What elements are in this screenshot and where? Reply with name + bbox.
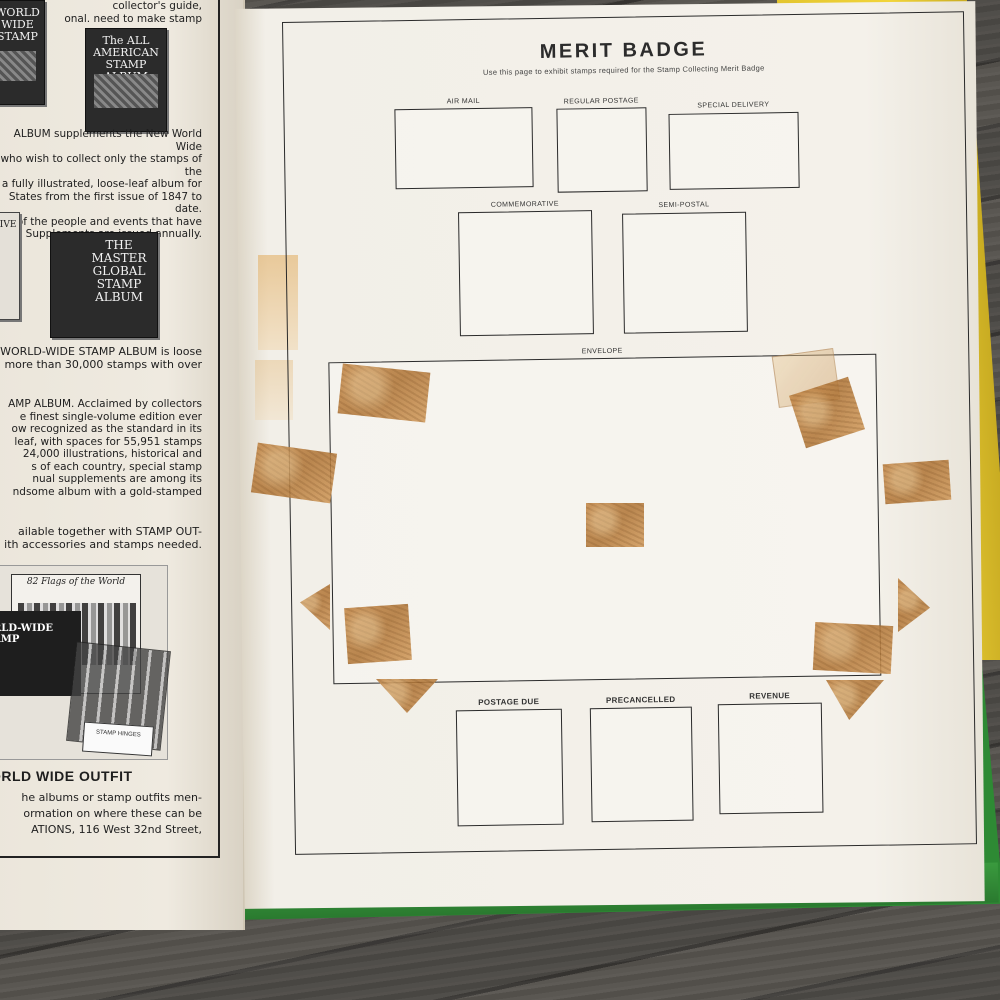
left-paragraph-2: WORLD-WIDE STAMP ALBUM is loose more tha… [0,345,202,371]
world-wide-album-image: WORLD WIDE STAMP [0,0,45,105]
book-photo [0,51,36,81]
air-mail-label: AIR MAIL [446,97,480,106]
regular-postage-slot[interactable] [556,107,648,193]
semi-postal-label: SEMI-POSTAL [658,201,710,210]
regular-postage-label: REGULAR POSTAGE [563,97,639,106]
outfit-heading: ORLD WIDE OUTFIT [0,768,133,784]
left-page: collector's guide, onal. need to make st… [0,0,245,930]
postage-due-slot[interactable] [455,708,564,827]
commemorative-slot[interactable] [458,210,594,337]
special-delivery-slot[interactable] [668,111,800,190]
revenue-label: REVENUE [749,691,791,701]
special-delivery-label: SPECIAL DELIVERY [697,101,770,110]
stamp-outfit-photo: 82 Flags of the World RLD-WIDE AMP STAMP… [0,565,171,760]
precancelled-slot[interactable] [589,706,694,823]
book-photo [94,74,158,108]
tape-remnant [344,603,412,665]
book-title: WORLD WIDE STAMP [0,6,40,43]
all-american-album-image: The ALL AMERICAN STAMP ALBUM [85,28,167,132]
postage-due-label: POSTAGE DUE [478,697,540,708]
glue-stain [258,255,298,350]
precancelled-label: PRECANCELLED [605,694,676,705]
flags-title: 82 Flags of the World [26,577,126,587]
master-global-album-image: THE MASTER GLOBAL STAMP ALBUM [50,232,158,338]
tape-remnant [586,503,644,547]
tape-remnant [812,621,894,675]
air-mail-slot[interactable] [394,107,534,190]
tape-remnant [882,459,952,505]
left-paragraph-3: AMP ALBUM. Acclaimed by collectors e fin… [8,398,202,498]
glue-stain [255,360,293,420]
revenue-slot[interactable] [717,702,824,815]
commemorative-label: COMMEMORATIVE [490,200,559,209]
left-paragraph-1: ALBUM supplements the New World Wide who… [0,128,202,240]
semi-postal-slot[interactable] [622,211,748,334]
book-title: SIVE [0,220,17,230]
world-wide-box: RLD-WIDE AMP [0,611,81,696]
left-top-text: collector's guide, onal. need to make st… [64,0,202,25]
left-paragraph-4: ailable together with STAMP OUT- ith acc… [4,525,202,551]
tape-remnant [337,363,431,423]
book-title: THE MASTER GLOBAL STAMP ALBUM [91,238,147,304]
merit-badge-frame: MERIT BADGE Use this page to exhibit sta… [282,11,978,855]
comprehensive-album-image: SIVE [0,212,20,320]
stamp-hinges-pack: STAMP HINGES [82,721,154,757]
left-paragraph-5: he albums or stamp outfits men- ormation… [21,791,202,836]
left-page-frame [0,0,220,858]
